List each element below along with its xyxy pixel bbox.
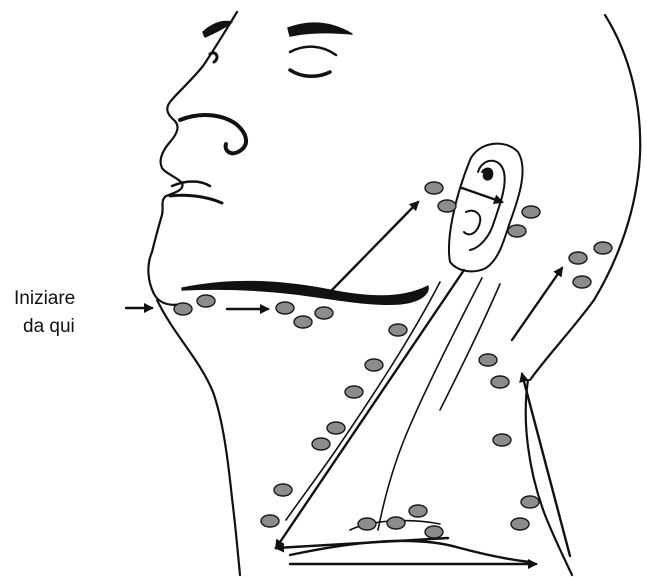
mouth-line xyxy=(170,195,222,203)
lymph-node xyxy=(327,422,345,434)
upper-lip xyxy=(172,182,210,187)
forehead-nose-outline xyxy=(152,12,237,252)
face-outline xyxy=(148,12,640,575)
jaw-line xyxy=(182,281,428,304)
back-of-head-outline xyxy=(530,15,640,380)
lymph-node xyxy=(438,200,456,212)
lymph-node xyxy=(573,276,591,288)
right-eyebrow xyxy=(288,23,352,36)
lymph-node xyxy=(276,302,294,314)
ear xyxy=(449,144,523,272)
lymph-node xyxy=(197,295,215,307)
lymph-node xyxy=(409,505,427,517)
lymph-node xyxy=(174,303,192,315)
eyebrow-detail xyxy=(210,53,217,62)
lymph-node xyxy=(594,242,612,254)
preauricular-arrow xyxy=(462,188,502,202)
ear-antihelix xyxy=(464,211,480,235)
lymph-node xyxy=(387,517,405,529)
lymph-node xyxy=(358,518,376,530)
lymph-node xyxy=(522,206,540,218)
sternocleidomastoid-back xyxy=(378,278,482,530)
lymph-node xyxy=(479,354,497,366)
lymph-node xyxy=(294,316,312,328)
lymph-node xyxy=(569,252,587,264)
lymph-node xyxy=(425,182,443,194)
occipital-arrow xyxy=(512,268,562,340)
lymph-node xyxy=(365,359,383,371)
closed-eye-lid xyxy=(290,70,330,76)
lymph-node xyxy=(274,484,292,496)
facial-features xyxy=(170,21,352,203)
lymph-node xyxy=(511,518,529,530)
jaw-to-ear-arrow xyxy=(332,202,418,290)
anterior-cervical-arrow xyxy=(276,270,464,548)
lymph-node xyxy=(521,496,539,508)
posterior-cervical-arrow xyxy=(522,374,570,556)
chin-jaw-outline xyxy=(148,252,182,305)
lymph-node xyxy=(389,324,407,336)
lymph-node xyxy=(345,386,363,398)
lymph-node xyxy=(312,438,330,450)
nostril xyxy=(180,115,246,153)
ear-canal xyxy=(482,169,492,180)
closed-eye-upper xyxy=(290,47,336,55)
lymph-node xyxy=(425,526,443,538)
lymph-node xyxy=(261,515,279,527)
lymph-node xyxy=(491,376,509,388)
lymph-node xyxy=(315,307,333,319)
throat-outline xyxy=(157,300,240,575)
lymph-node xyxy=(508,225,526,237)
lymph-node xyxy=(493,434,511,446)
